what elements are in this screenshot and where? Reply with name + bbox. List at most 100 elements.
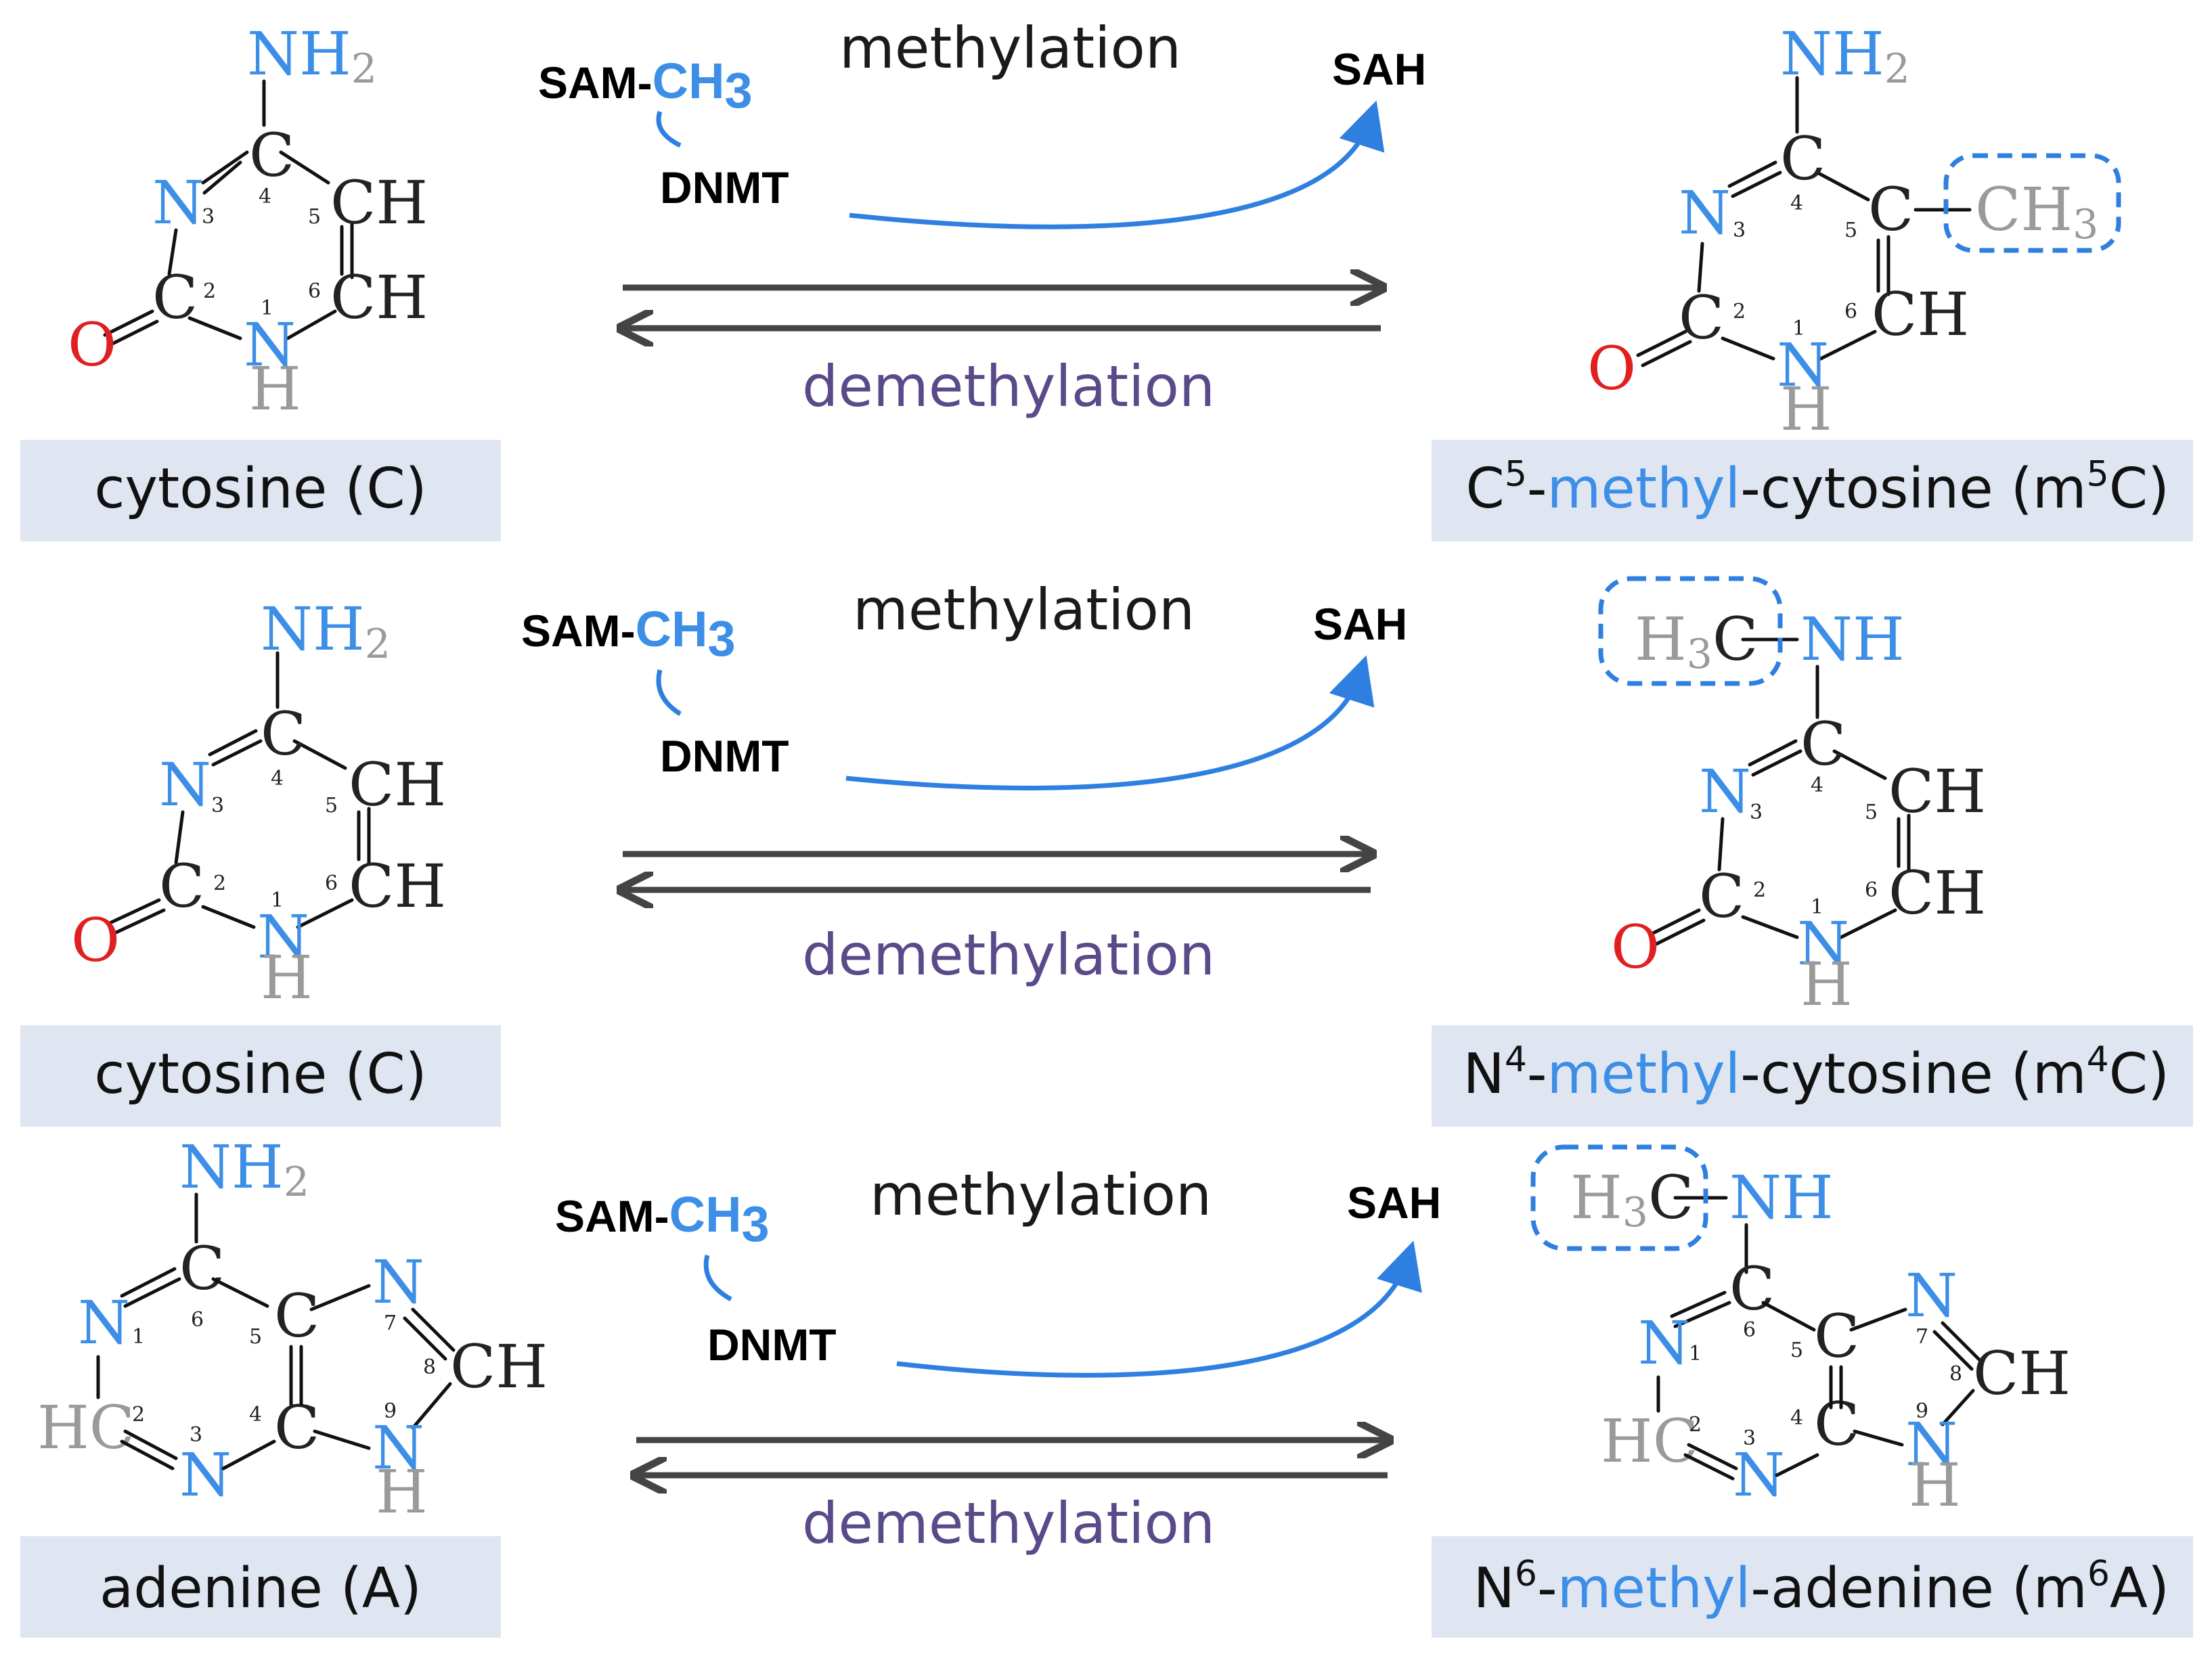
svg-text:3: 3	[190, 1423, 202, 1447]
enzyme-label: DNMT	[660, 162, 789, 212]
sam-donor-label: SAM-CH3	[538, 53, 753, 118]
svg-text:1: 1	[1811, 895, 1823, 919]
atom-c6: CH	[1872, 279, 1969, 349]
atom-c4: C	[1800, 709, 1846, 779]
label-box	[20, 1025, 501, 1127]
label-box	[20, 440, 501, 541]
svg-text:1: 1	[132, 1325, 145, 1349]
atom-c5: CH	[1888, 757, 1986, 826]
atom-c2: HC	[37, 1393, 135, 1462]
svg-text:6: 6	[1844, 300, 1857, 323]
label-box	[20, 1536, 501, 1638]
label-box	[1432, 440, 2193, 541]
m5c-structure: NH2 C N C CH3 CH C N H O 3 4 5 6 2 1	[1587, 19, 2121, 444]
atom-n3: N	[1699, 757, 1751, 826]
sam-donor-label: SAM-CH3	[521, 601, 736, 667]
methyl-highlight-box	[1530, 1144, 1708, 1251]
atom-n9: N	[372, 1413, 424, 1483]
svg-text:6: 6	[1743, 1318, 1756, 1342]
enzyme-label: DNMT	[707, 1320, 837, 1370]
right-label: C5-methyl-cytosine (m5C)	[1466, 454, 2169, 521]
svg-text:7: 7	[1916, 1325, 1928, 1349]
svg-text:5: 5	[249, 1325, 262, 1349]
svg-text:6: 6	[191, 1308, 204, 1332]
atom-n9: N	[1905, 1410, 1957, 1479]
demethylation-label: demethylation	[802, 1490, 1215, 1556]
atom-c2: C	[1679, 283, 1724, 353]
enzyme-label: DNMT	[660, 731, 789, 781]
atom-o: O	[1611, 912, 1660, 982]
atom-n1: N	[1797, 909, 1849, 979]
atom-n1: N	[78, 1288, 130, 1358]
byproduct-label: SAH	[1332, 44, 1426, 94]
svg-text:4: 4	[1790, 192, 1803, 215]
atom-c5: C	[1814, 1301, 1859, 1371]
svg-text:4: 4	[259, 185, 271, 208]
svg-text:1: 1	[271, 889, 284, 912]
amino-group-label: NH2	[1780, 19, 1910, 93]
svg-text:3: 3	[211, 794, 224, 817]
methyl-highlight-box	[1598, 576, 1783, 686]
amino-group-label: NH2	[261, 594, 391, 668]
atom-c4: C	[261, 699, 306, 769]
svg-text:2: 2	[213, 872, 226, 895]
svg-text:4: 4	[1790, 1406, 1803, 1430]
svg-text:8: 8	[423, 1355, 436, 1379]
svg-text:2: 2	[132, 1403, 145, 1427]
atom-c8: CH	[450, 1332, 548, 1401]
amino-group-label: NH2	[247, 19, 377, 93]
methylation-label: methylation	[839, 15, 1181, 81]
svg-text:1: 1	[1792, 317, 1805, 340]
atom-h9: H	[376, 1457, 428, 1527]
methyl-group: CH3	[1975, 175, 2098, 248]
atom-h9: H	[1909, 1450, 1961, 1520]
m6a-structure: H3C NH C N C HC N C N CH N	[1530, 1144, 2071, 1520]
row-2: NH2 C N CH CH C N H O 3 4 5 6 2 1 cytosi…	[20, 576, 2193, 1127]
left-label: adenine (A)	[99, 1556, 422, 1621]
atom-n3: N	[1679, 178, 1731, 248]
byproduct-label: SAH	[1347, 1177, 1441, 1228]
atom-c2: C	[1699, 861, 1744, 931]
svg-text:2: 2	[1733, 300, 1746, 323]
label-box	[1432, 1536, 2193, 1638]
byproduct-label: SAH	[1313, 599, 1407, 649]
atom-c5: C	[1868, 175, 1914, 244]
svg-text:3: 3	[1750, 801, 1763, 824]
svg-text:8: 8	[1949, 1362, 1962, 1386]
demethylation-label: demethylation	[802, 353, 1215, 420]
atom-c6: CH	[1888, 858, 1986, 928]
right-label: N6-methyl-adenine (m6A)	[1474, 1554, 2169, 1621]
atom-n1: N	[1777, 330, 1829, 400]
svg-text:1: 1	[261, 296, 273, 320]
atom-n7: N	[372, 1247, 424, 1317]
row-3: NH2 C N C HC N C N CH N H 1	[20, 1132, 2193, 1638]
svg-text:5: 5	[1865, 801, 1878, 824]
methylation-label: methylation	[853, 577, 1195, 643]
atom-c2: C	[152, 263, 198, 332]
svg-text:9: 9	[1916, 1399, 1928, 1423]
cytosine-structure-2: NH2 C N CH CH C N H O 3 4 5 6 2 1	[71, 594, 446, 1012]
svg-text:5: 5	[325, 794, 338, 817]
atom-c4: C	[1814, 1389, 1859, 1459]
svg-text:1: 1	[1689, 1342, 1702, 1366]
atom-o: O	[1587, 334, 1636, 403]
adenine-structure: NH2 C N C HC N C N CH N H 1	[37, 1132, 548, 1527]
left-label: cytosine (C)	[94, 457, 426, 521]
atom-o: O	[68, 310, 116, 380]
amine-nh-label: NH	[1729, 1163, 1834, 1232]
svg-text:6: 6	[325, 872, 338, 895]
svg-text:6: 6	[308, 279, 321, 303]
svg-text:3: 3	[1743, 1427, 1756, 1450]
reaction-3: SAM-CH3 DNMT methylation SAH demethylati…	[555, 1162, 1441, 1556]
atom-c4: C	[1780, 124, 1826, 194]
svg-text:2: 2	[203, 279, 216, 303]
atom-n3: N	[159, 750, 211, 820]
atom-h1: H	[1800, 949, 1853, 1019]
atom-c8: CH	[1973, 1339, 2071, 1408]
svg-text:3: 3	[202, 205, 215, 229]
atom-n7: N	[1905, 1261, 1957, 1330]
svg-text:5: 5	[308, 205, 321, 229]
atom-c5: C	[274, 1281, 319, 1351]
atom-c4: C	[249, 120, 294, 190]
